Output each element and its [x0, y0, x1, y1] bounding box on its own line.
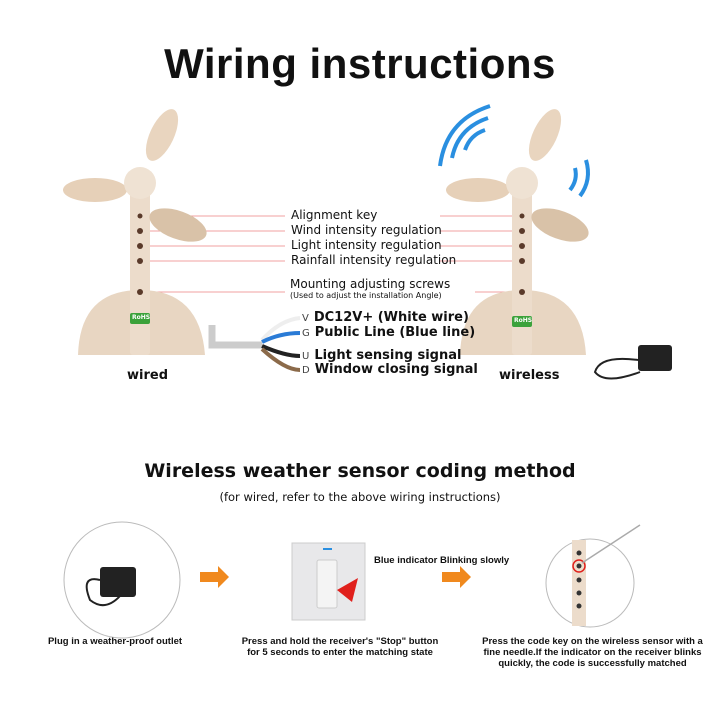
step-3-text: Press the code key on the wireless senso…: [482, 636, 703, 669]
power-adapter: [638, 345, 672, 371]
indicator-note: Blue indicator Blinking slowly: [374, 555, 510, 566]
signal-waves-icon: [438, 104, 590, 198]
rohs-badge: RoHS: [132, 314, 151, 321]
step-2-text: Press and hold the receiver's "Stop" but…: [241, 636, 439, 658]
caption-wired: wired: [127, 368, 168, 383]
label-mounting: Mounting adjusting screws: [290, 277, 451, 291]
page-title: Wiring instructions: [164, 40, 556, 87]
section-title: Wireless weather sensor coding method: [144, 460, 576, 482]
label-rainfall: Rainfall intensity regulation: [291, 253, 457, 267]
step-1-text: Plug in a weather-proof outlet: [47, 636, 183, 647]
switch-panel: [291, 542, 366, 621]
wire-bundle: [208, 316, 301, 372]
arrow-icon: [442, 566, 471, 588]
needle-photo: [545, 524, 641, 628]
wireless-sensor: [438, 104, 672, 380]
label-light: Light intensity regulation: [291, 238, 442, 252]
caption-wireless: wireless: [499, 368, 560, 383]
label-alignment-key: Alignment key: [291, 208, 378, 222]
rohs-badge: RoHS: [514, 317, 533, 324]
section-subtitle: (for wired, refer to the above wiring in…: [219, 490, 501, 504]
arrow-icon: [200, 566, 229, 588]
wired-sensor: [63, 109, 207, 355]
adapter-photo: [63, 521, 181, 639]
pointer-icon: [337, 578, 358, 602]
label-wind: Wind intensity regulation: [291, 223, 442, 237]
label-mounting-note: (Used to adjust the installation Angle): [290, 291, 442, 300]
